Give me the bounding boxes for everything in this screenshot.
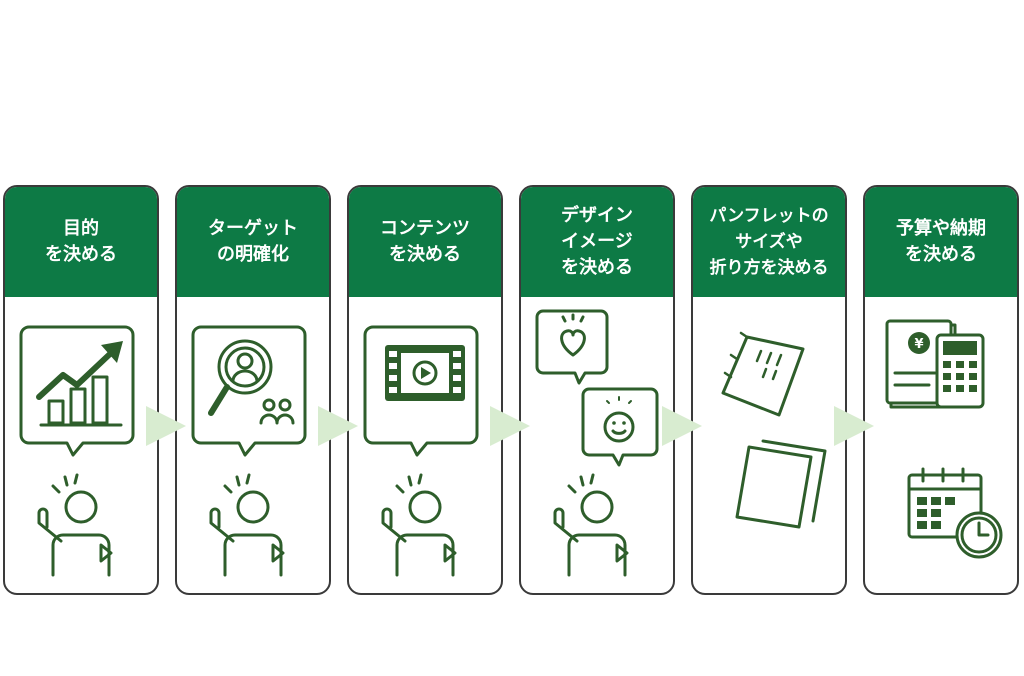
arrow-4 <box>662 406 702 446</box>
step-title-2: ターゲットの明確化 <box>177 187 329 297</box>
arrow-3 <box>490 406 530 446</box>
step-title-3: コンテンツを決める <box>349 187 501 297</box>
heart-smile-icon <box>535 309 659 577</box>
step-title-1: 目的を決める <box>5 187 157 297</box>
brochure-paper-icon <box>721 331 827 529</box>
step-card-6: 予算や納期を決める ¥ <box>863 185 1019 595</box>
step-card-3: コンテンツを決める <box>347 185 503 595</box>
step-card-5: パンフレットのサイズや折り方を決める <box>691 185 847 595</box>
step-card-2: ターゲットの明確化 <box>175 185 331 595</box>
step-title-6: 予算や納期を決める <box>865 187 1017 297</box>
yen-symbol: ¥ <box>914 337 923 352</box>
arrow-1 <box>146 406 186 446</box>
step-title-5: パンフレットのサイズや折り方を決める <box>693 187 845 297</box>
step-card-4: デザインイメージを決める <box>519 185 675 595</box>
step-card-1: 目的を決める <box>3 185 159 595</box>
arrow-5 <box>834 406 874 446</box>
arrow-2 <box>318 406 358 446</box>
step-title-4: デザインイメージを決める <box>521 187 673 297</box>
film-content-icon <box>363 325 479 577</box>
target-search-icon <box>191 325 307 577</box>
growth-chart-icon <box>19 325 135 577</box>
budget-calendar-icon: ¥ <box>885 319 1003 559</box>
